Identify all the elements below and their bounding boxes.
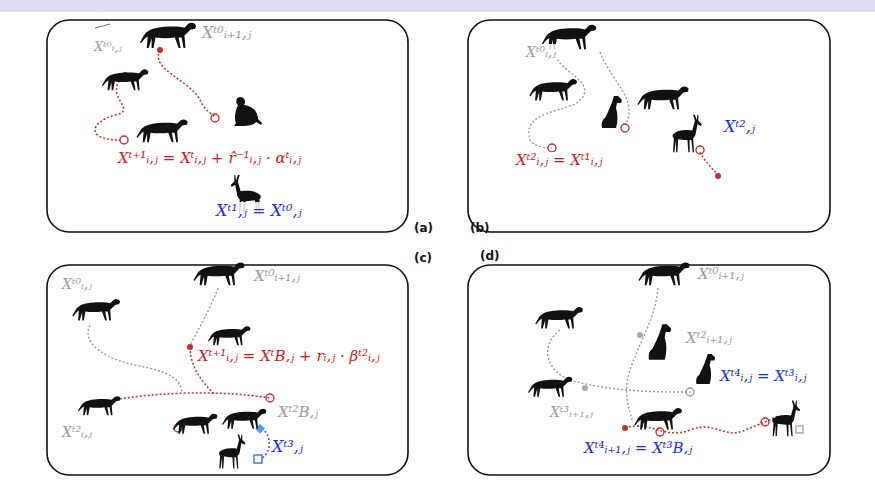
math-label: Xᵗ³ᵢ₊₁,ⱼ xyxy=(548,404,595,420)
math-label: Xᵗ²ᵢ,ⱼ = Xᵗ¹ᵢ,ⱼ xyxy=(514,152,604,169)
math-label: Xᵗ⁰ᵢ₊₁,ⱼ xyxy=(696,266,746,283)
math-label: Xᵗ⁴ᵢ,ⱼ = Xᵗ³ᵢ,ⱼ xyxy=(718,368,808,385)
top-band xyxy=(0,0,875,12)
math-label: Xᵗ⁺¹ᵢ,ⱼ = XᵗB,ⱼ + rᵢ,ⱼ · βᵗ²ᵢ,ⱼ xyxy=(196,348,382,365)
math-label: Xᵗ²,ⱼ xyxy=(722,118,757,136)
math-label: Xᵗ²B,ⱼ xyxy=(276,404,320,421)
panel-tag: (a) xyxy=(412,222,435,236)
panel-tag: (b) xyxy=(468,222,492,236)
math-label: Xᵗ⁴ᵢ₊₁,ⱼ = Xᵗ³B,ⱼ xyxy=(582,440,694,457)
math-label: Xᵗ²ᵢ,ⱼ xyxy=(60,424,94,440)
math-label: Xᵗ⁺¹ᵢ,ⱼ = Xᵗᵢ,ⱼ + r̂⁻¹ᵢ,ⱼ · αᵗᵢ,ⱼ xyxy=(116,150,303,167)
math-label: Xᵗ⁰ᵢ₊₁,ⱼ xyxy=(200,24,253,42)
panel-tag: (c) xyxy=(412,252,434,266)
math-label: Xᵗ⁰ᵢ₊₁,ⱼ xyxy=(252,268,302,285)
panel-tag: (d) xyxy=(478,250,502,264)
math-label: Xᵗ²ᵢ₊₁,ⱼ xyxy=(684,330,734,347)
math-label: Xᵗ⁰ᵢ,ⱼ xyxy=(92,40,124,55)
math-label: Xᵗ⁰ᵢ,ⱼ xyxy=(524,44,558,60)
math-label: Xᵗ¹,ⱼ = Xᵗ⁰,ⱼ xyxy=(214,202,304,220)
math-label: Xᵗ⁰ᵢ,ⱼ xyxy=(60,276,94,292)
math-label: Xᵗ³,ⱼ xyxy=(270,438,305,456)
